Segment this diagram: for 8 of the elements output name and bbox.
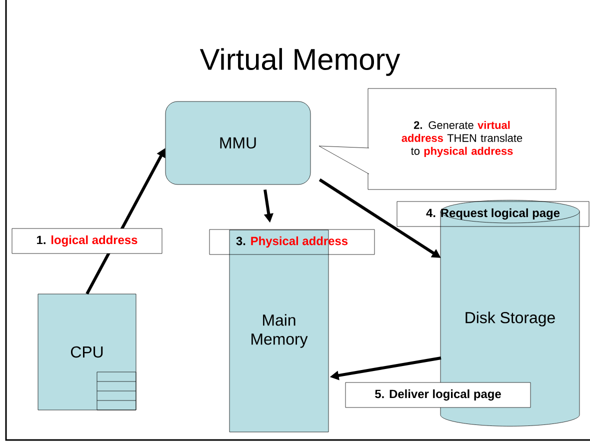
step-label: 4. Request logical page [396, 201, 590, 227]
step-label: 3. Physical address [209, 229, 375, 255]
step-label: 5. Deliver logical page [345, 382, 531, 408]
title: Virtual Memory [200, 48, 400, 76]
step-label: 1. logical address [12, 228, 162, 254]
mmu-box: MMU [165, 101, 311, 185]
cpu-box: CPU [38, 294, 136, 410]
callout-box: 2. Generate virtual address THEN translate to physical address [318, 88, 556, 190]
